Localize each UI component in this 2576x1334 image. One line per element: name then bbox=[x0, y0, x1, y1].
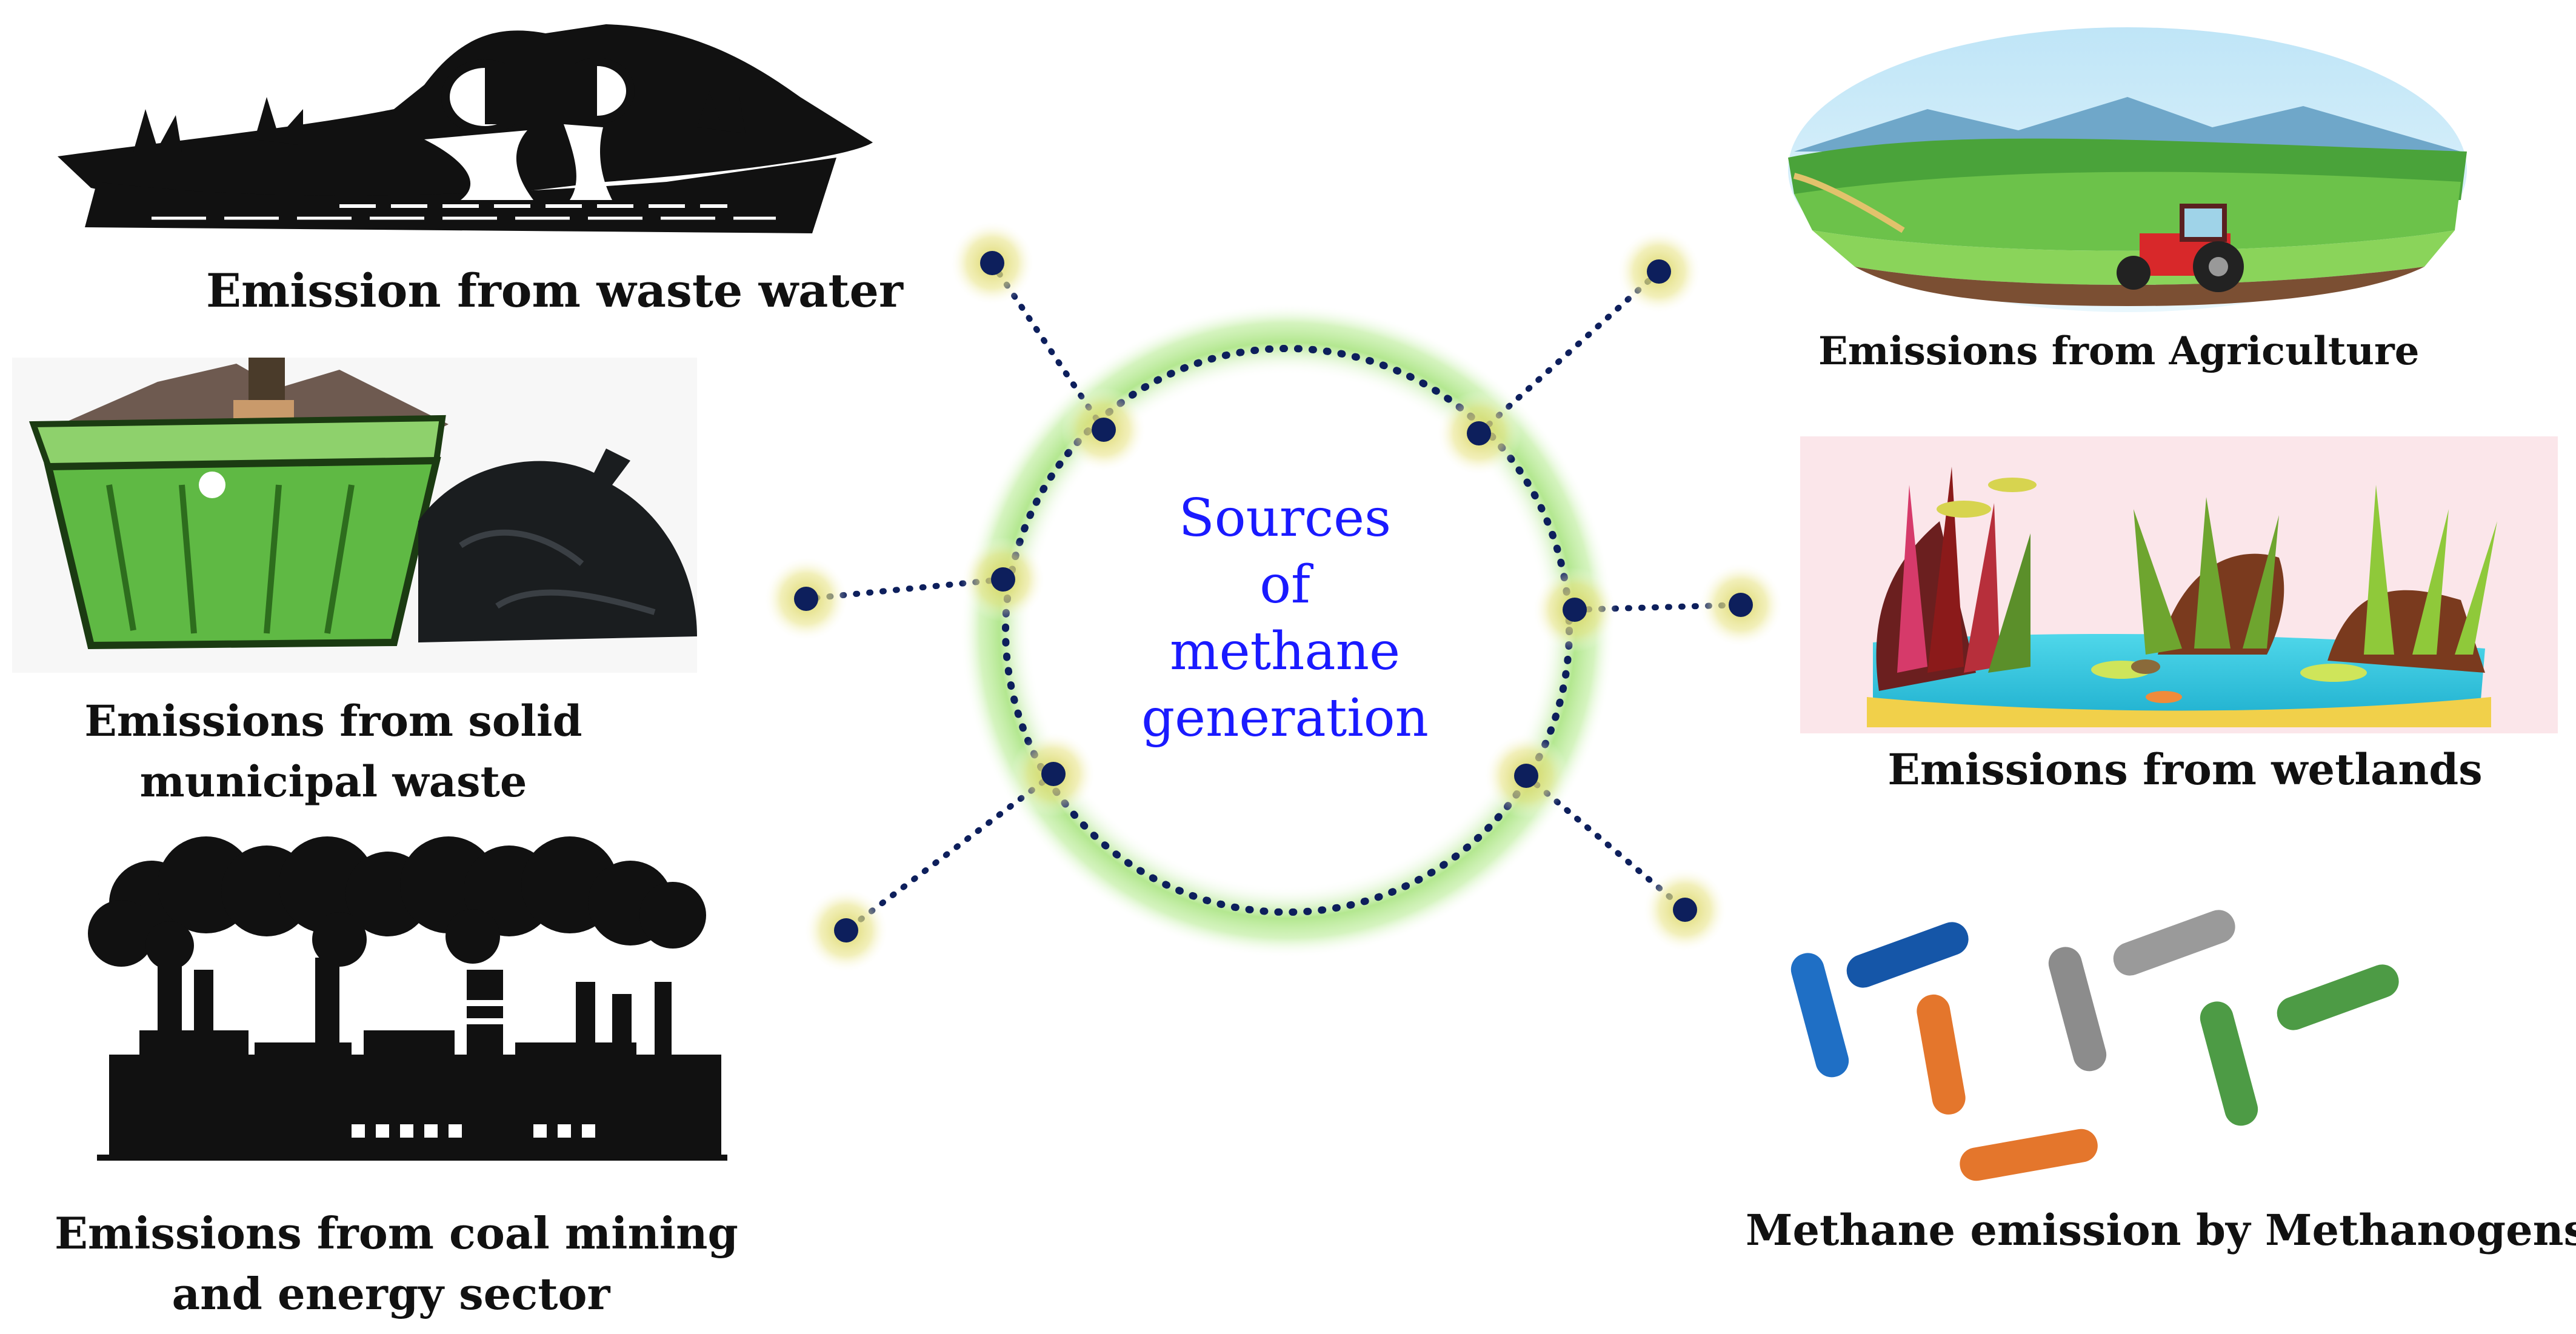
spoke-solid-waste bbox=[764, 537, 1046, 641]
center-title-line: generation bbox=[1141, 688, 1429, 749]
farm-tractor-icon bbox=[1788, 27, 2467, 312]
garbage-dumpster-icon bbox=[12, 358, 697, 673]
label-agriculture: Emissions from Agriculture bbox=[1818, 328, 2420, 374]
label-methanogens: Methane emission by Methanogens bbox=[1746, 1205, 2576, 1255]
spoke-agriculture bbox=[1436, 229, 1701, 476]
spokes bbox=[764, 221, 1783, 973]
center-title-line: Sources bbox=[1178, 488, 1392, 549]
bacteria-rods-icon bbox=[1790, 910, 2399, 1181]
spoke-coal-energy bbox=[804, 732, 1096, 973]
label-coal-energy: Emissions from coal mining and energy se… bbox=[55, 1207, 738, 1319]
spoke-waste-water bbox=[950, 221, 1146, 472]
label-waste-water: Emission from waste water bbox=[206, 264, 903, 318]
wetland-pond-icon bbox=[1800, 436, 2558, 733]
center-title: Sources of methane generation bbox=[1073, 485, 1497, 752]
spoke-wetlands bbox=[1532, 562, 1783, 652]
label-solid-waste: Emissions from solid municipal waste bbox=[84, 696, 582, 807]
factory-smoke-icon bbox=[88, 836, 727, 1161]
center-title-line: of bbox=[1260, 555, 1310, 615]
center-title-line: methane bbox=[1170, 621, 1400, 682]
waste-water-pipes-icon bbox=[58, 24, 873, 233]
spoke-methanogens bbox=[1484, 733, 1727, 952]
label-wetlands: Emissions from wetlands bbox=[1887, 744, 2483, 795]
